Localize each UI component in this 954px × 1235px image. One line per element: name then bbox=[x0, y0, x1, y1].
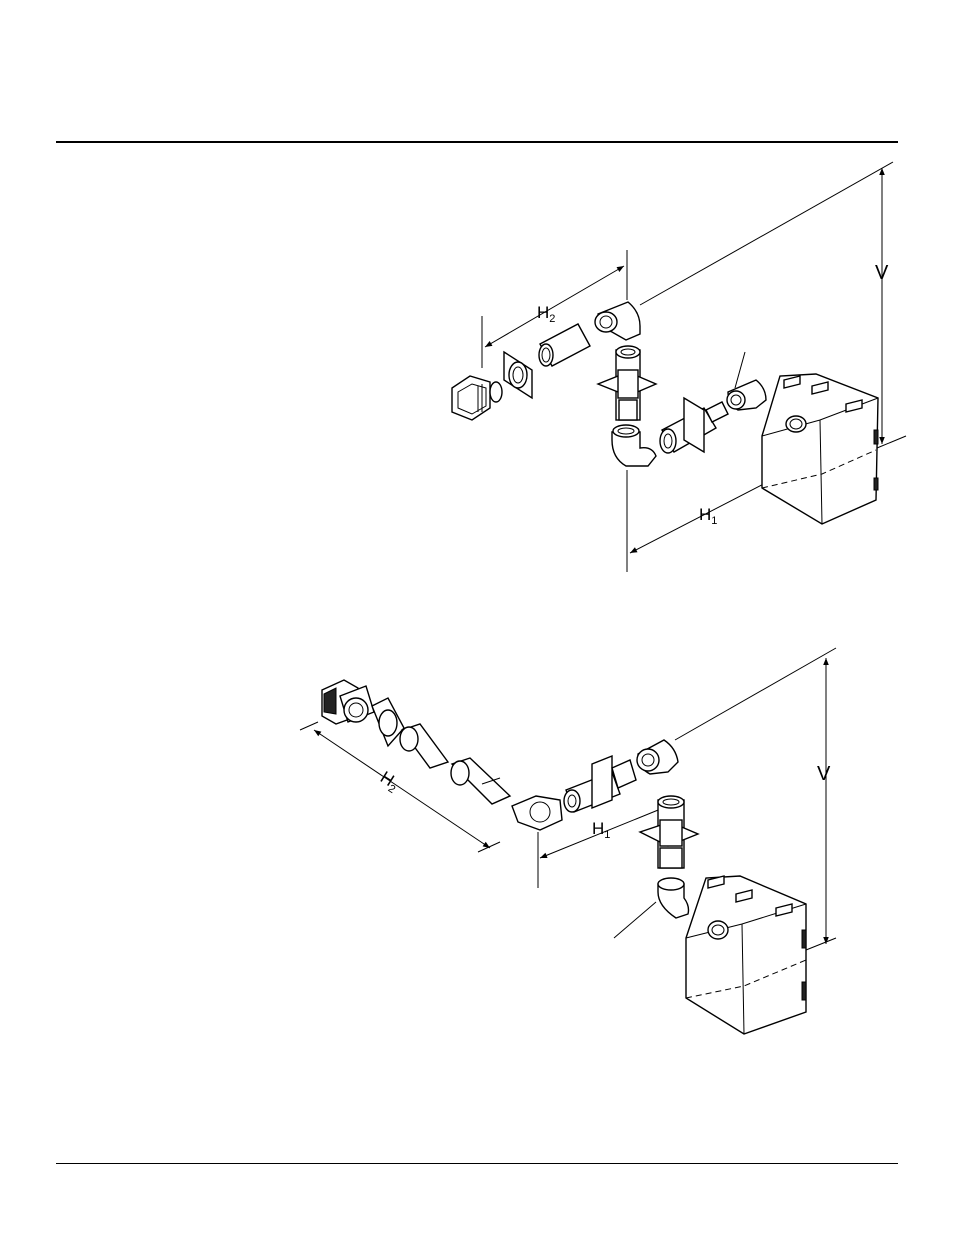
vent-cap bbox=[452, 376, 502, 420]
h2-dimension-line bbox=[485, 266, 624, 347]
wall-thimble bbox=[372, 698, 404, 746]
corner-elbow bbox=[512, 796, 562, 830]
v-reference-line-top bbox=[640, 162, 893, 305]
wall-thimble bbox=[504, 352, 532, 398]
vent-cap bbox=[322, 680, 374, 724]
v-reference-line-top bbox=[675, 648, 836, 740]
h2-label: H2 bbox=[375, 768, 402, 796]
v-label: V bbox=[875, 262, 889, 284]
h1-label: H1 bbox=[592, 819, 610, 841]
vertical-pipe bbox=[640, 796, 698, 868]
leader-line bbox=[735, 352, 745, 388]
v-reference-line-bottom bbox=[877, 436, 906, 448]
h2-extension-left bbox=[300, 722, 318, 730]
upper-elbow bbox=[637, 740, 678, 774]
h1-label: H1 bbox=[699, 505, 717, 527]
horizontal-pipe-lower bbox=[660, 398, 728, 453]
horizontal-pipe-2 bbox=[451, 758, 510, 804]
vertical-pipe-upper bbox=[598, 346, 656, 420]
horizontal-pipe-3 bbox=[564, 756, 636, 812]
lower-elbow bbox=[612, 425, 656, 466]
upper-elbow bbox=[595, 302, 640, 340]
leader-line bbox=[614, 902, 656, 938]
lower-elbow bbox=[658, 878, 689, 918]
h2-label: H2 bbox=[537, 303, 555, 325]
v-reference-line-bottom bbox=[806, 938, 836, 950]
v-label: V bbox=[817, 763, 831, 785]
appliance-heater bbox=[762, 374, 878, 524]
appliance-elbow bbox=[727, 380, 766, 410]
horizontal-pipe-upper bbox=[539, 324, 590, 366]
bottom-vent-diagram: H2 H1 V bbox=[300, 648, 836, 1034]
appliance-heater bbox=[686, 876, 806, 1034]
top-vent-diagram: H2 H1 V bbox=[452, 162, 906, 572]
horizontal-pipe-1 bbox=[400, 724, 448, 768]
